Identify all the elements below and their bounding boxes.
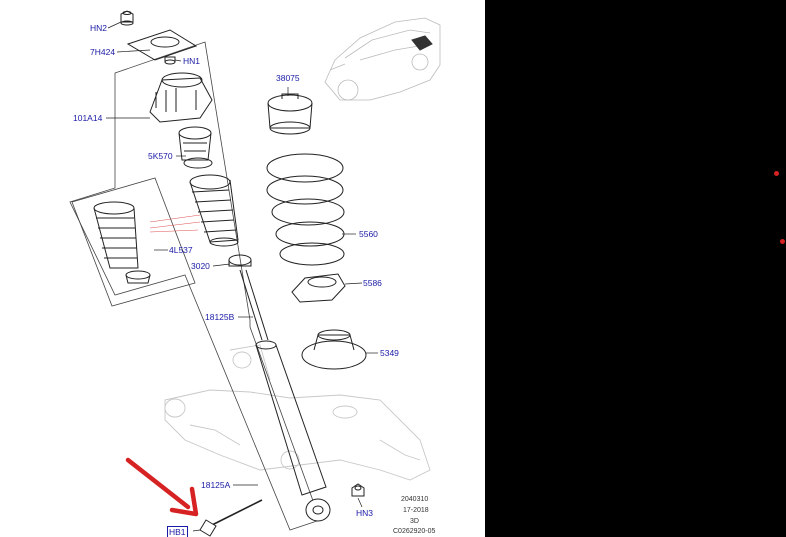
label-101a14[interactable]: 101A14: [73, 113, 103, 123]
lower-seat-5349: [301, 329, 367, 370]
parts-diagram: HN2 7H424 HN1 101A14 5K570 4L537 3020 18…: [0, 0, 485, 537]
highlight-arrow: [125, 457, 199, 517]
label-5349[interactable]: 5349: [380, 348, 399, 358]
hn2-nut: [120, 10, 134, 26]
label-hb1[interactable]: HB1: [167, 526, 188, 537]
black-margin: [485, 0, 786, 537]
label-5586[interactable]: 5586: [363, 278, 382, 288]
gasket-7h424: [126, 29, 198, 61]
damper-body-18125a: [255, 340, 331, 522]
label-3020[interactable]: 3020: [191, 261, 210, 271]
label-5560[interactable]: 5560: [359, 229, 378, 239]
ref-line-2: 17-2018: [403, 507, 429, 514]
label-hn3[interactable]: HN3: [356, 508, 374, 518]
assembly-outline: [69, 41, 321, 531]
label-38075[interactable]: 38075: [276, 73, 300, 83]
top-mount-101a14: [149, 72, 213, 123]
hb1-bolt: [199, 499, 263, 537]
ref-line-3: 3D: [410, 518, 419, 525]
damper-rod-18125b: [239, 269, 269, 341]
label-7h424[interactable]: 7H424: [90, 47, 116, 57]
ref-line-1: 2040310: [401, 496, 429, 503]
vehicle-illustration: [324, 17, 441, 101]
label-hn2[interactable]: HN2: [90, 23, 108, 33]
label-hn1[interactable]: HN1: [183, 56, 201, 66]
dust-boot-4l537: [189, 174, 239, 247]
dust-boot-inset: [93, 201, 151, 284]
bump-stop-5k570: [178, 126, 213, 169]
isolator-38075: [267, 93, 313, 135]
spring-seat-5586: [291, 273, 346, 303]
label-5k570[interactable]: 5K570: [148, 151, 173, 161]
label-18125a[interactable]: 18125A: [201, 480, 231, 490]
subframe-illustration: [164, 344, 431, 481]
red-marker-dot: [774, 171, 779, 176]
diagram-drawing: [69, 10, 441, 537]
label-18125b[interactable]: 18125B: [205, 312, 235, 322]
ref-line-4: C0262920-05: [393, 528, 436, 535]
label-4l537[interactable]: 4L537: [169, 245, 193, 255]
hn3-nut: [351, 483, 365, 497]
hn1-nut: [164, 56, 176, 65]
washer-3020: [228, 254, 252, 267]
coil-spring-5560: [266, 153, 345, 266]
leader-lines: [106, 21, 378, 532]
red-marker-dot: [780, 239, 785, 244]
